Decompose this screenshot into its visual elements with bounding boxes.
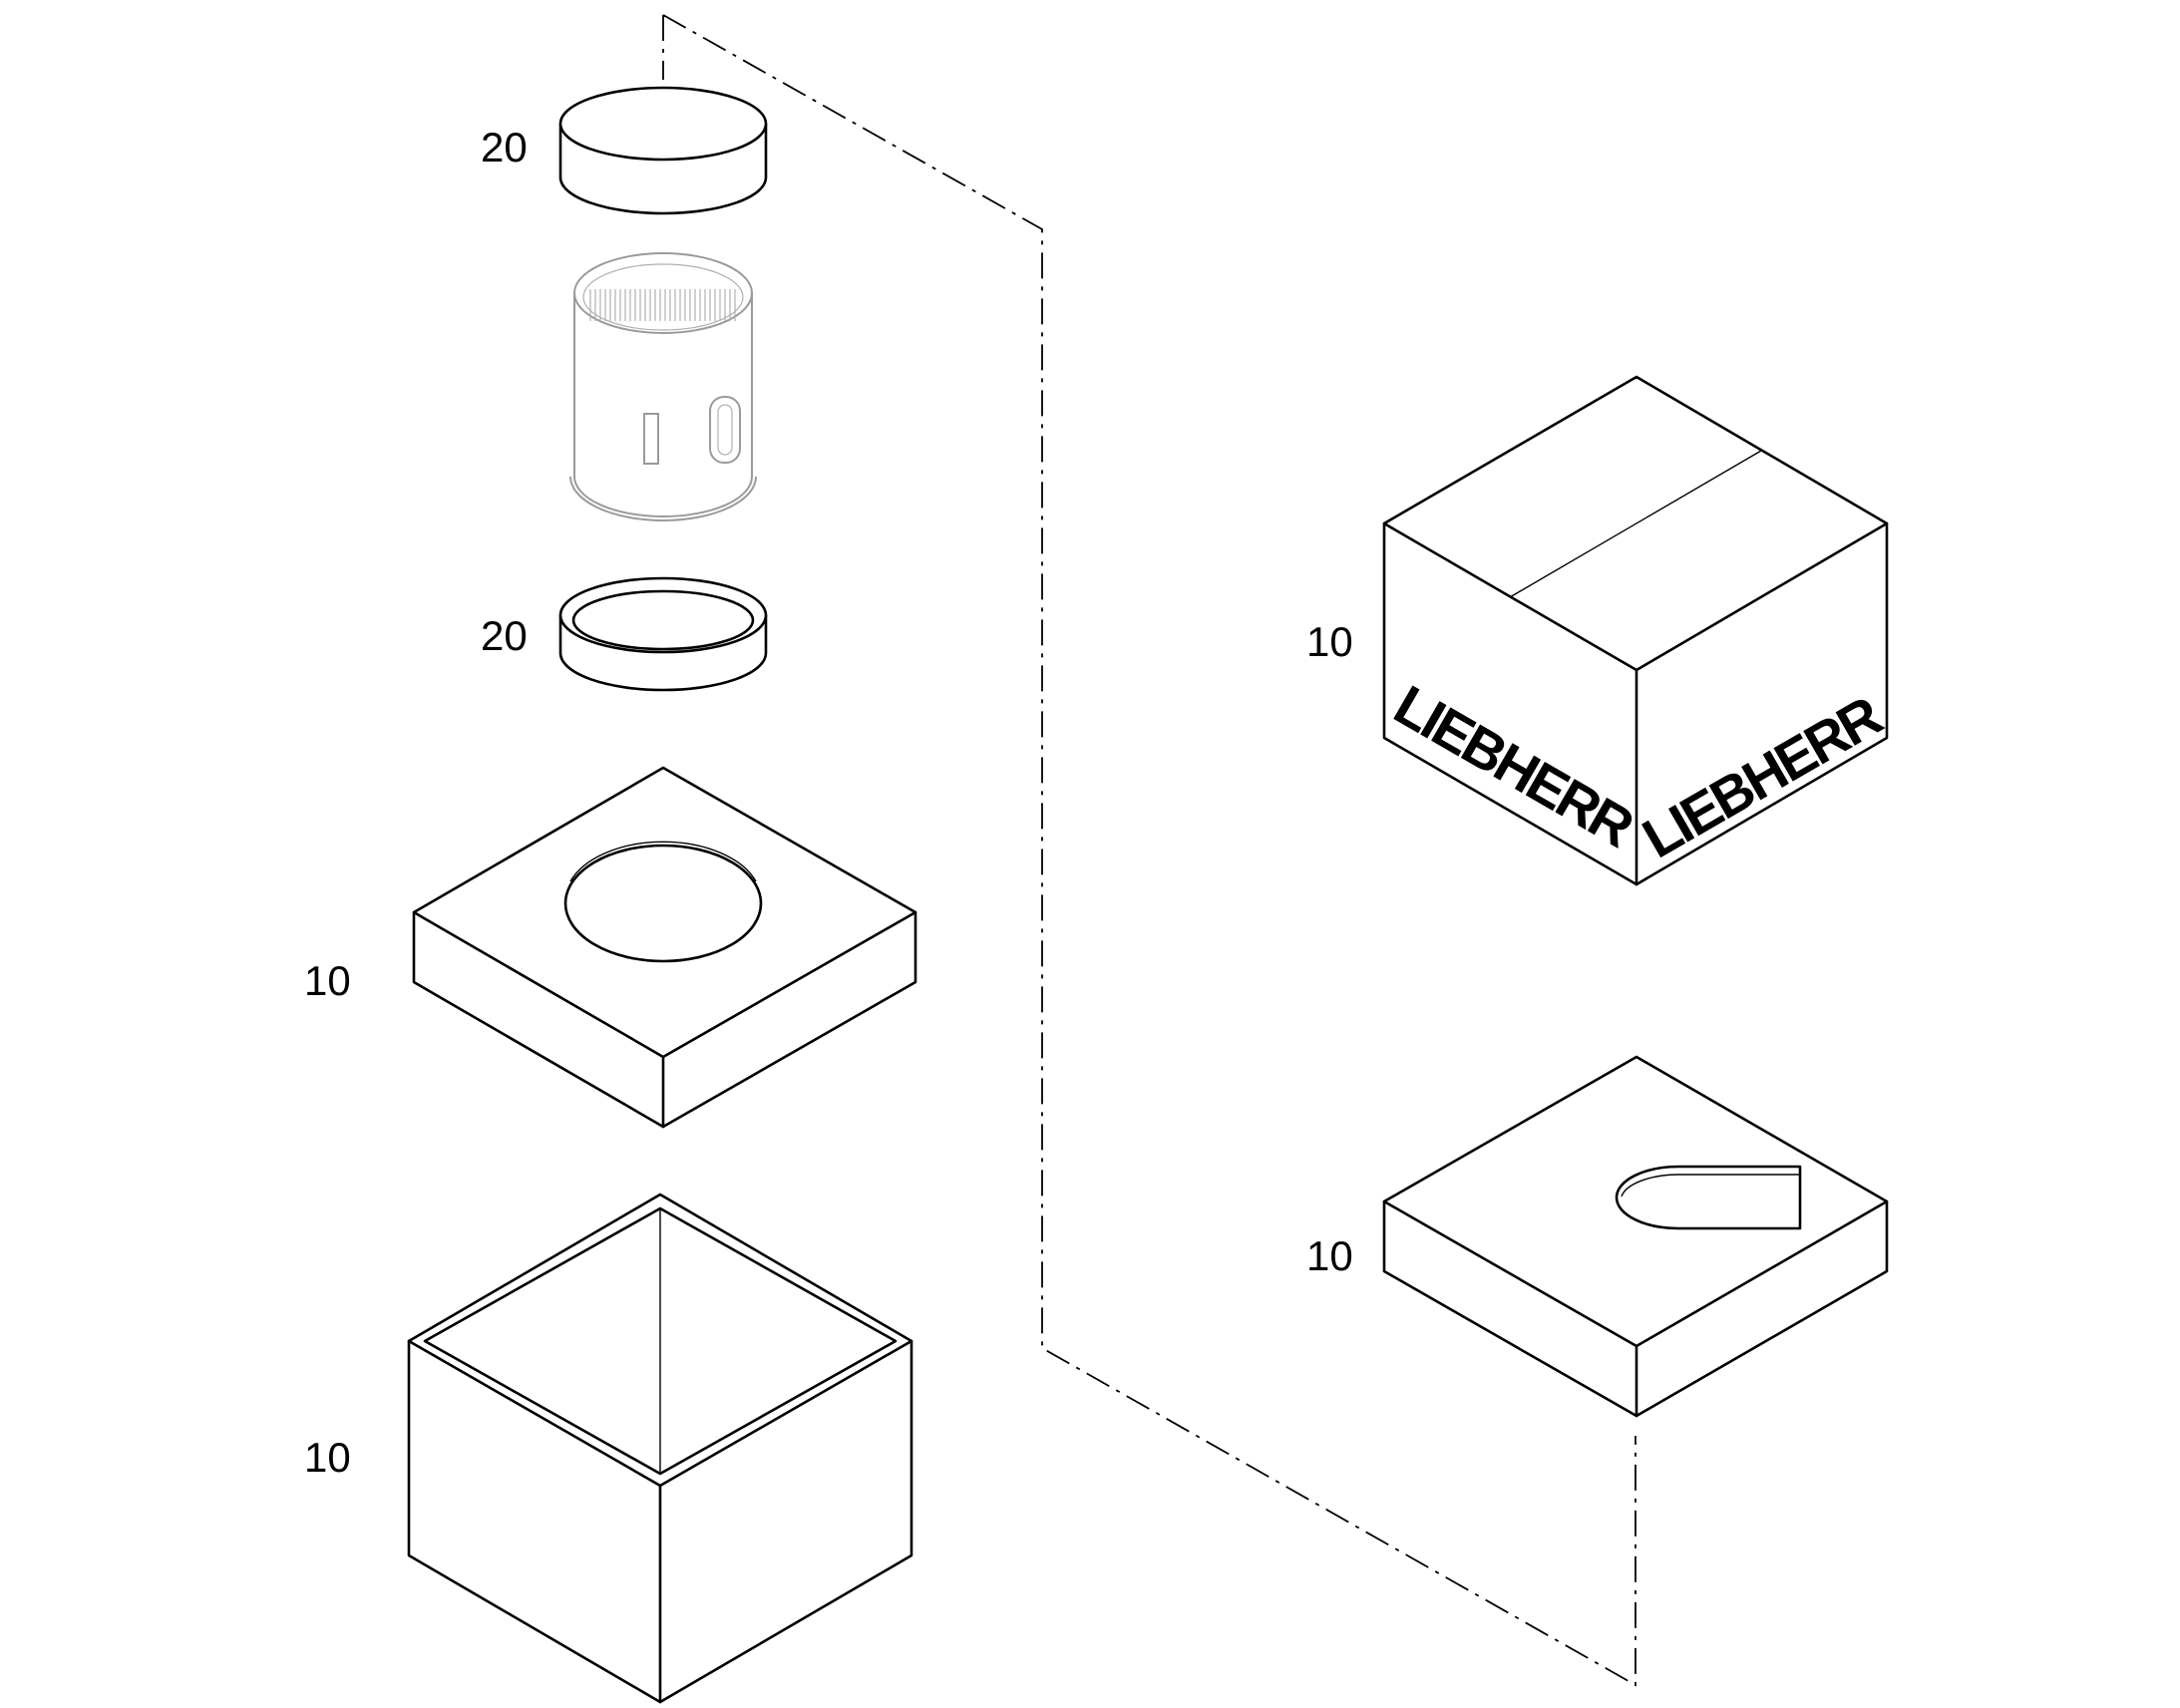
part-filter-cartridge xyxy=(569,252,757,521)
part-side-insert xyxy=(1382,1055,1889,1418)
callout-top-insert: 10 xyxy=(304,957,351,1004)
part-open-box xyxy=(407,1193,913,1704)
callout-lid-disc: 20 xyxy=(481,124,528,171)
callout-open-box: 10 xyxy=(304,1434,351,1481)
part-top-insert xyxy=(412,766,917,1129)
part-closed-carton: LIEBHERR LIEBHERR xyxy=(1382,375,1892,886)
callout-closed-carton: 10 xyxy=(1306,618,1353,665)
callout-side-insert: 10 xyxy=(1306,1232,1353,1279)
filter-pleats xyxy=(589,289,736,321)
callout-ring: 20 xyxy=(481,612,528,659)
part-ring xyxy=(558,576,768,692)
assembly-connector-line xyxy=(662,14,1636,1687)
part-lid-disc xyxy=(558,86,768,215)
